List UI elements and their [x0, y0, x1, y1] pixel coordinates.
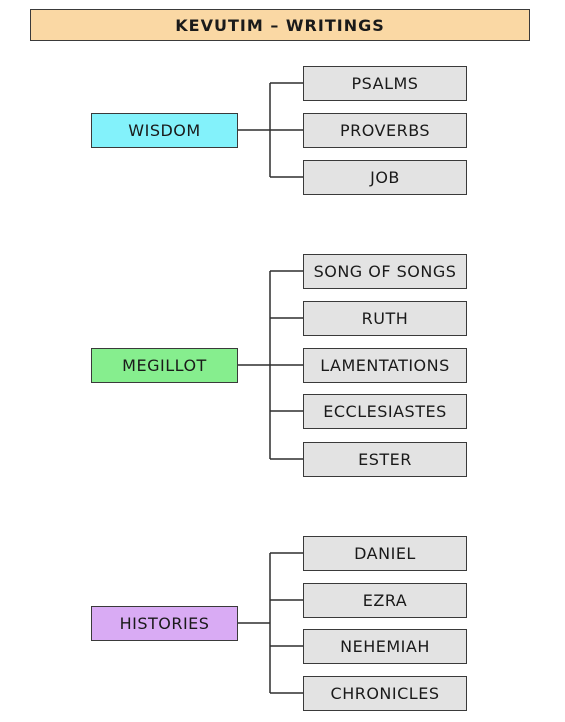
book-proverbs: PROVERBS [303, 113, 467, 148]
book-ester: ESTER [303, 442, 467, 477]
diagram-title: KEVUTIM – WRITINGS [30, 9, 530, 41]
group-wisdom: WISDOM [91, 113, 238, 148]
group-megillot: MEGILLOT [91, 348, 238, 383]
book-ezra: EZRA [303, 583, 467, 618]
group-histories: HISTORIES [91, 606, 238, 641]
book-ecclesiastes: ECCLESIASTES [303, 394, 467, 429]
book-job: JOB [303, 160, 467, 195]
book-daniel: DANIEL [303, 536, 467, 571]
book-ruth: RUTH [303, 301, 467, 336]
book-lamentations: LAMENTATIONS [303, 348, 467, 383]
book-nehemiah: NEHEMIAH [303, 629, 467, 664]
book-psalms: PSALMS [303, 66, 467, 101]
book-chronicles: CHRONICLES [303, 676, 467, 711]
book-song-of-songs: SONG OF SONGS [303, 254, 467, 289]
